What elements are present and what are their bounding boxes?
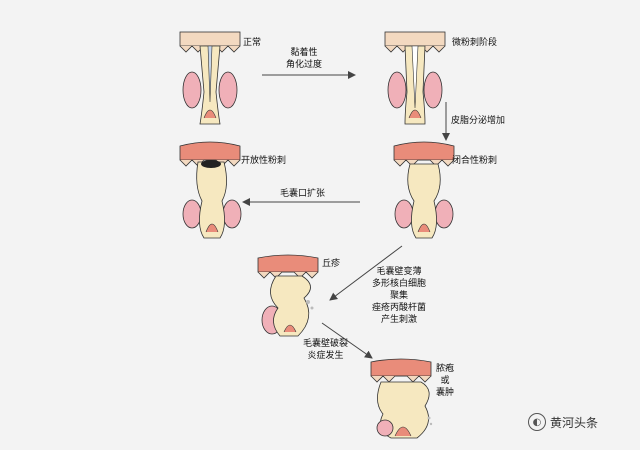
label-inflammation-line: 痤疮丙酸杆菌 [372,303,427,313]
label-inflammation-line: 聚集 [390,291,409,301]
label-rupture-line: 炎症发生 [307,351,344,361]
label-microcomedone: 微粉刺阶段 [452,38,498,48]
watermark: ◐ 黄河头条 [528,413,598,431]
follicle-micro-illustration [384,31,446,125]
label-inflammation: 毛囊壁变薄 多形核白细胞 聚集 痤疮丙酸杆菌 产生刺激 [372,266,426,326]
label-rupture-line: 毛囊壁破裂 [303,339,349,349]
label-inflammation-line: 多形核白细胞 [372,279,427,289]
label-keratinization-line: 黏着性 [290,48,318,58]
label-inflammation-line: 毛囊壁变薄 [376,267,422,277]
label-pustule-line: 脓疱 [436,364,455,374]
follicle-normal-illustration [179,31,241,125]
follicle-open-illustration [179,141,242,239]
follicle-closed-illustration [393,141,455,239]
label-dilation: 毛囊口扩张 [280,189,326,199]
watermark-logo-icon: ◐ [528,413,546,431]
label-pustule-line: 或 [440,376,450,386]
label-keratinization: 黏着性 角化过度 [286,47,322,71]
label-normal: 正常 [243,38,262,48]
label-pustule: 脓疱 或 囊肿 [436,363,454,399]
label-open-comedone: 开放性粉刺 [241,156,287,166]
arrow-closed-to-papule [329,245,403,301]
label-keratinization-line: 角化过度 [286,60,323,70]
follicle-pustule-illustration [370,358,433,439]
label-closed-comedone: 闭合性粉刺 [452,156,498,166]
label-pustule-line: 囊肿 [436,388,455,398]
follicle-papule-illustration [257,254,319,337]
watermark-text: 黄河头条 [550,415,599,430]
label-inflammation-line: 产生刺激 [381,315,418,325]
arrow-papule-to-pustule [321,322,373,359]
label-sebum: 皮脂分泌增加 [451,116,506,126]
label-rupture: 毛囊壁破裂 炎症发生 [303,338,348,362]
label-papule: 丘疹 [322,259,341,269]
